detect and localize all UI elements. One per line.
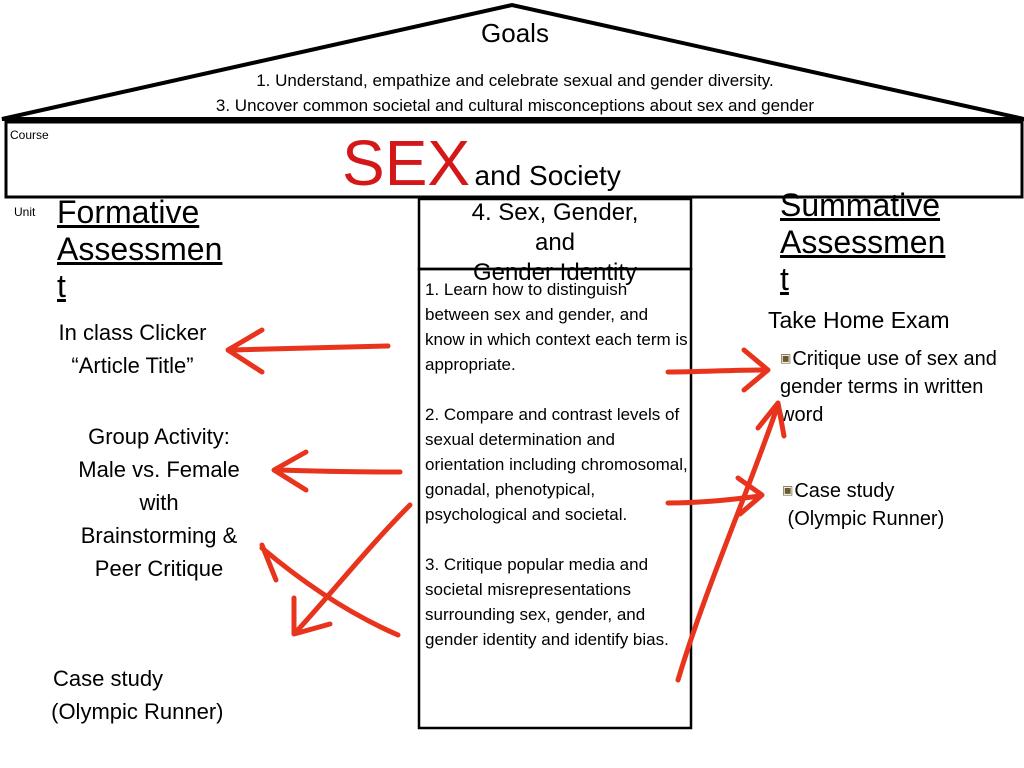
objective-item: 1. Learn how to distinguish between sex … <box>425 280 688 374</box>
objective-item: 3. Critique popular media and societal m… <box>425 555 669 649</box>
arrow-to-clicker-head <box>225 327 265 375</box>
objectives-box <box>417 267 693 730</box>
goals-title: Goals <box>481 18 549 48</box>
heading-line: Assessmen <box>780 224 946 260</box>
unit-title-line: 4. Sex, Gender, <box>471 199 639 226</box>
arrow-objective3-to-critique <box>675 402 781 683</box>
item-line: “Article Title” <box>71 353 194 378</box>
item-line: Brainstorming & <box>80 523 238 548</box>
item-line: Case study <box>53 666 164 691</box>
arrow-group-to-case <box>259 545 401 638</box>
heading-line: Assessmen <box>57 231 223 267</box>
item-line: (Olympic Runner) <box>782 508 945 530</box>
heading-line: t <box>57 268 66 304</box>
formative-item-group-activity: Group Activity: Male vs. Female with Bra… <box>48 420 270 585</box>
item-text: Case study <box>794 480 895 502</box>
goal-item: 3. Uncover common societal and cultural … <box>215 96 815 115</box>
arrow-objective3-to-critique-head <box>755 400 787 439</box>
item-line: In class Clicker <box>58 320 207 345</box>
course-title: SEX and Society <box>342 126 621 200</box>
item-line: Group Activity: <box>88 424 230 449</box>
summative-item-case-study: ▣Case study (Olympic Runner) <box>782 476 1002 533</box>
arrow-to-group-head <box>271 449 309 493</box>
heading-line: Formative <box>57 194 200 230</box>
item-line: Peer Critique <box>94 556 224 581</box>
summative-exam: Take Home Exam <box>768 307 950 333</box>
course-box <box>4 120 1024 199</box>
formative-item-case-study: Case study (Olympic Runner) <box>45 662 295 728</box>
arrow-to-case-right <box>665 493 763 506</box>
arrow-to-case-right-head <box>735 475 765 517</box>
unit-title: 4. Sex, Gender, and Gender Identity <box>419 198 691 288</box>
unit-title-line: Gender Identity <box>472 259 638 286</box>
arrow-to-case-left <box>293 502 413 635</box>
summative-item-critique: ▣Critique use of sex and gender terms in… <box>780 344 1024 429</box>
formative-heading: Formative Assessmen t <box>57 194 222 305</box>
arrow-to-group <box>275 467 403 475</box>
goal-item: 1. Understand, empathize and celebrate s… <box>256 71 774 90</box>
book-bullet-icon: ▣ <box>782 483 794 497</box>
arrow-to-clicker <box>229 343 391 353</box>
course-label: Course <box>10 128 49 142</box>
course-title-emphasis: SEX <box>342 127 471 199</box>
heading-line: t <box>780 261 789 297</box>
item-line: gender terms in written <box>780 376 984 398</box>
item-line: (Olympic Runner) <box>45 699 224 724</box>
objective-item: 2. Compare and contrast levels of sexual… <box>425 405 688 524</box>
arrow-to-case-left-head <box>291 595 333 637</box>
item-text: Critique use of sex and <box>792 348 997 370</box>
roof-triangle <box>1 2 1024 121</box>
item-line: ▣Case study <box>782 476 1002 505</box>
item-line: Male vs. Female <box>78 457 240 482</box>
item-line: word <box>780 404 824 426</box>
unit-title-line: and <box>534 229 576 256</box>
arrow-to-critique <box>665 367 767 375</box>
book-bullet-icon: ▣ <box>780 351 792 365</box>
summative-heading: Summative Assessmen t <box>780 187 945 298</box>
arrow-to-critique-head <box>741 347 771 393</box>
formative-item-clicker: In class Clicker “Article Title” <box>30 316 235 382</box>
heading-line: Summative <box>780 187 941 223</box>
item-line: ▣Critique use of sex and <box>780 344 1024 373</box>
course-title-rest: and Society <box>474 160 621 191</box>
unit-label: Unit <box>14 205 36 219</box>
arrow-group-to-case-head <box>259 542 279 583</box>
item-line: with <box>139 490 179 515</box>
learning-objectives: 1. Learn how to distinguish between sex … <box>425 277 689 677</box>
